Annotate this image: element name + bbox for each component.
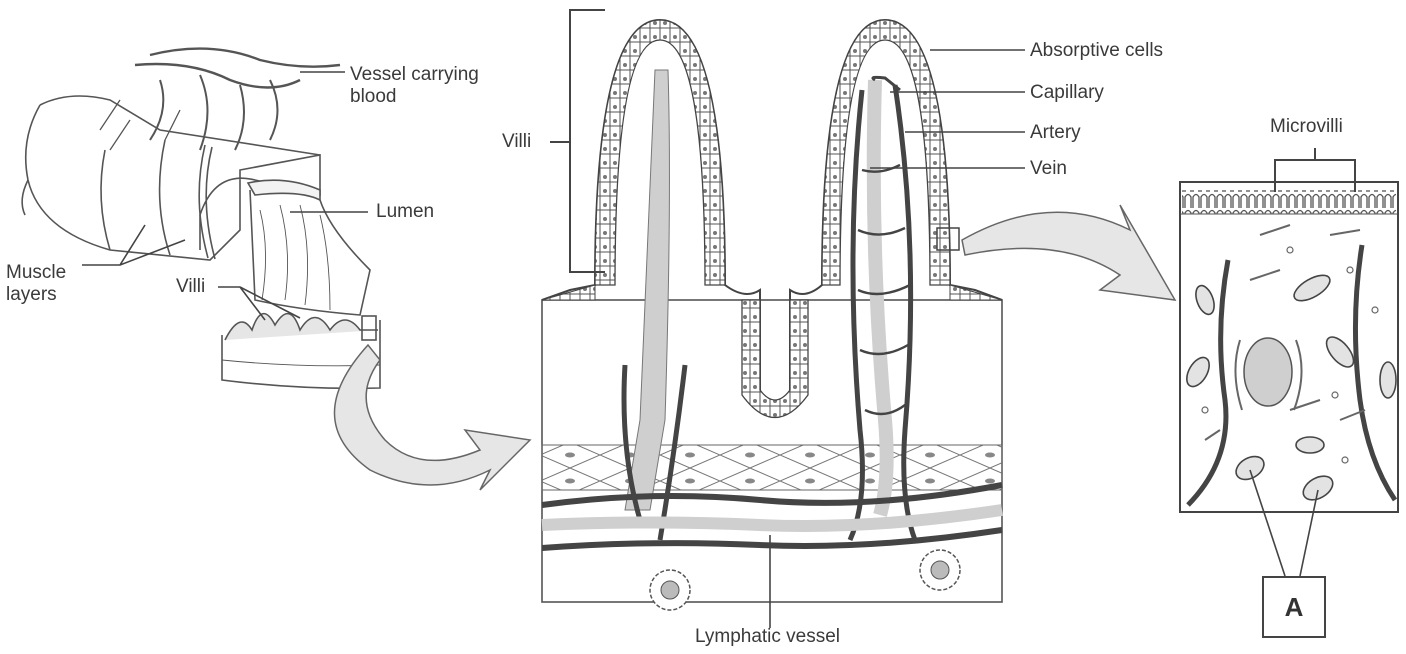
label-vessel-carrying-blood: Vessel carrying blood bbox=[350, 64, 479, 108]
arrow-to-cell-view bbox=[962, 205, 1175, 300]
label-villi-small: Villi bbox=[176, 276, 205, 298]
label-capillary: Capillary bbox=[1030, 82, 1104, 104]
answer-box-a: A bbox=[1262, 576, 1326, 638]
label-absorptive-cells: Absorptive cells bbox=[1030, 40, 1163, 62]
absorptive-cell-detail bbox=[1180, 182, 1398, 512]
label-lymphatic-vessel: Lymphatic vessel bbox=[695, 626, 840, 648]
label-muscle-layers: Muscle layers bbox=[6, 262, 66, 306]
arrow-to-villi-view bbox=[334, 345, 530, 490]
label-muscle-line1: Muscle bbox=[6, 262, 66, 284]
label-vein: Vein bbox=[1030, 158, 1067, 180]
intestine-section-illustration bbox=[22, 49, 380, 389]
label-microvilli: Microvilli bbox=[1270, 116, 1343, 138]
label-vessel-line1: Vessel carrying bbox=[350, 64, 479, 86]
label-vessel-line2: blood bbox=[350, 86, 479, 108]
label-muscle-line2: layers bbox=[6, 284, 66, 306]
label-villi-large: Villi bbox=[502, 131, 531, 153]
label-lumen: Lumen bbox=[376, 201, 434, 223]
villi-cross-section bbox=[542, 20, 1002, 610]
label-artery: Artery bbox=[1030, 122, 1081, 144]
